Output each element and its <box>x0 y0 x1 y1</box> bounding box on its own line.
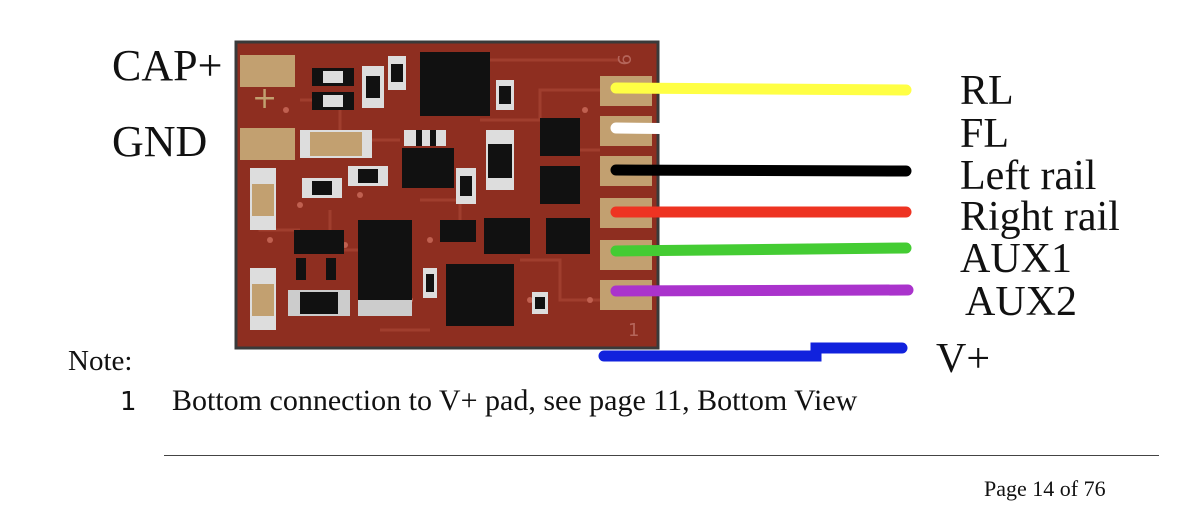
smd-capacitors <box>250 130 372 330</box>
wire-left-rail <box>610 164 912 177</box>
pin-mark-1: 1 <box>628 320 639 341</box>
wires <box>598 82 914 362</box>
pin-mark-9: 9 <box>613 54 634 65</box>
note-number: 1 <box>120 387 137 417</box>
label-fl: FL <box>960 111 1010 157</box>
label-gnd: GND <box>112 117 208 166</box>
wire-rl <box>610 82 912 96</box>
ics <box>288 52 590 326</box>
label-v-plus: V+ <box>936 336 991 382</box>
wire-aux2 <box>610 284 914 297</box>
wire-fl <box>610 122 912 137</box>
note-text: Bottom connection to V+ pad, see page 11… <box>172 384 858 417</box>
label-left-rail: Left rail <box>960 153 1097 199</box>
label-rl: RL <box>960 68 1014 114</box>
label-right-rail: Right rail <box>960 194 1120 240</box>
wire-aux1 <box>610 242 912 257</box>
cap-plus-pad <box>240 55 295 87</box>
footer-divider <box>164 455 1159 456</box>
page-number: Page 14 of 76 <box>984 476 1106 501</box>
wire-v-plus <box>598 342 908 362</box>
smd-resistors <box>302 56 548 314</box>
note-title: Note: <box>68 345 133 377</box>
gnd-pad <box>240 128 295 160</box>
label-cap-plus: CAP+ <box>112 41 223 90</box>
label-aux2: AUX2 <box>965 279 1077 325</box>
label-aux1: AUX1 <box>960 236 1072 282</box>
cap-polarity-mark: + <box>252 81 277 116</box>
